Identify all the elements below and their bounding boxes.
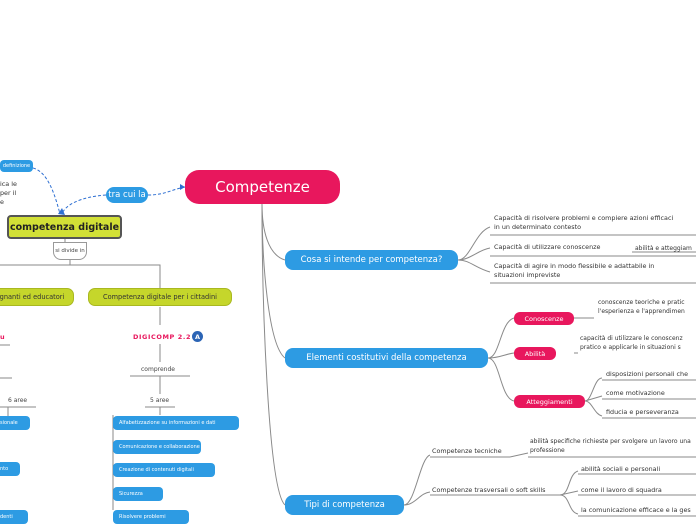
trasversali-item: abilità sociali e personali (581, 465, 661, 473)
olive-node-left[interactable]: gnanti ed educatori (0, 288, 74, 306)
atteggiamenti-item: come motivazione (606, 389, 665, 397)
atteggiamenti-item: fiducia e perseveranza (606, 408, 679, 416)
area-item[interactable]: Alfabetizzazione su informazioni e dati (113, 416, 239, 430)
conoscenze-node[interactable]: Conoscenze (514, 312, 574, 325)
abilita-node[interactable]: Abilità (514, 347, 556, 360)
left-fragment-3: e (0, 198, 4, 206)
olive-node-right[interactable]: Competenza digitale per i cittadini (88, 288, 232, 306)
atteggiamenti-item: disposizioni personali che (606, 370, 689, 378)
tecniche-label: Competenze tecniche (432, 447, 502, 455)
left-fragment-2: per il (0, 189, 17, 197)
divide-in-label: si divide in (53, 242, 87, 260)
definizione-label[interactable]: definizione (0, 160, 33, 172)
trasversali-label: Competenze trasversali o soft skills (432, 486, 546, 494)
cosa-item-1: Capacità di risolvere problemi e compier… (494, 214, 674, 231)
root-node[interactable]: Competenze (185, 170, 340, 204)
cosa-item-2: Capacità di utilizzare conoscenze (494, 243, 601, 251)
pink-fragment: u (0, 333, 5, 341)
cosa-sub: abilità e atteggiam (635, 245, 692, 252)
sei-aree-label: 6 aree (8, 397, 28, 404)
competenza-digitale-node[interactable]: competenza digitale (7, 215, 122, 239)
comprende-label: comprende (141, 366, 175, 373)
cosa-node[interactable]: Cosa si intende per competenza? (285, 250, 458, 270)
left-fragment-1: ica le (0, 180, 17, 188)
tra-cui-label[interactable]: tra cui la (106, 187, 148, 203)
area-item[interactable]: Risolvere problemi (113, 510, 189, 524)
left-area-item[interactable]: nto (0, 462, 20, 476)
tecniche-desc: abilità specifiche richieste per svolger… (530, 438, 691, 454)
digicomp-logo: DIGICOMP 2.2 (133, 333, 192, 341)
trasversali-item: come il lavoro di squadra (581, 486, 662, 494)
conoscenze-desc: conoscenze teoriche e pratic l'esperienz… (598, 299, 685, 315)
elementi-node[interactable]: Elementi costitutivi della competenza (285, 348, 488, 368)
abilita-desc: capacità di utilizzare le conoscenz prat… (580, 335, 683, 351)
area-item[interactable]: Creazione di contenuti digitali (113, 463, 215, 477)
left-area-item[interactable]: sionale (0, 416, 30, 430)
area-item[interactable]: Comunicazione e collaborazione (113, 440, 201, 454)
digicomp-badge: A (192, 331, 203, 342)
area-item[interactable]: Sicurezza (113, 487, 163, 501)
cosa-item-3: Capacità di agire in modo flessibile e a… (494, 262, 655, 279)
atteggiamenti-node[interactable]: Atteggiamenti (514, 395, 585, 408)
left-area-item[interactable]: denti (0, 510, 28, 524)
cinque-aree-label: 5 aree (150, 397, 170, 404)
trasversali-item: la comunicazione efficace e la ges (581, 506, 691, 514)
tipi-node[interactable]: Tipi di competenza (285, 495, 404, 515)
